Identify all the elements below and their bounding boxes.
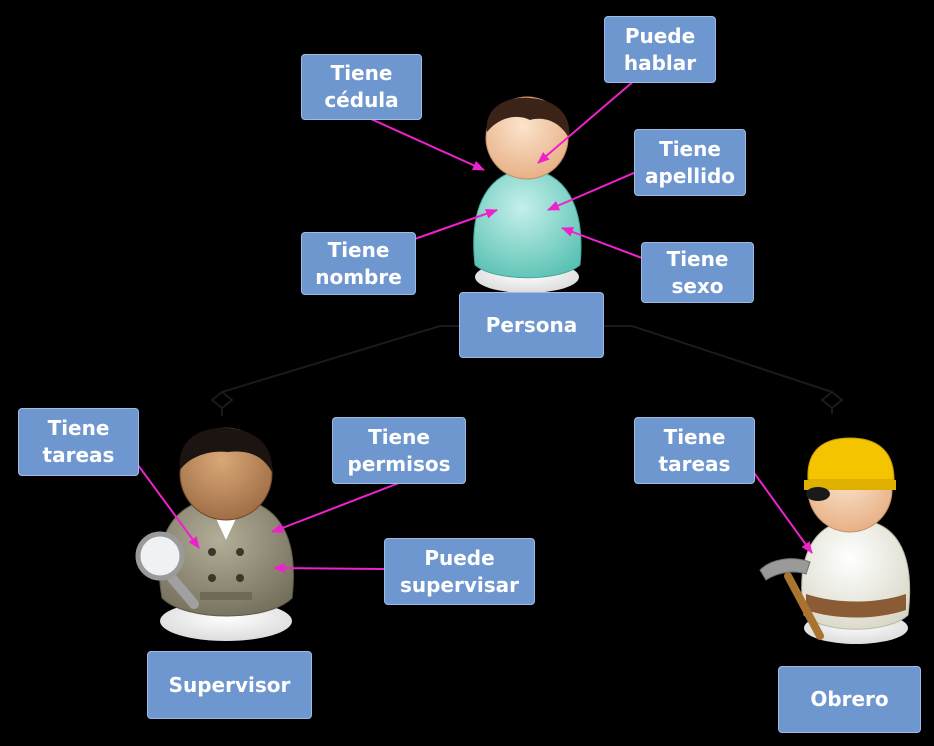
class-label: Persona [485, 312, 578, 337]
class-box-obrero: Obrero [778, 666, 921, 733]
arrow-hablar [537, 79, 636, 164]
attr-line: Puede [424, 545, 495, 570]
construction-worker-icon [759, 437, 911, 644]
arrow-obr-tareas [751, 469, 813, 554]
attr-box-tiene-permisos: Tiene permisos [332, 417, 466, 484]
attr-box-tiene-cedula: Tiene cédula [301, 54, 422, 120]
attr-line: Tiene [666, 246, 729, 271]
class-label: Obrero [810, 687, 889, 711]
attr-box-puede-supervisar: Puede supervisar [384, 538, 535, 605]
class-label: Supervisor [168, 672, 291, 697]
attr-line: Puede [624, 23, 696, 48]
attr-line: nombre [315, 264, 402, 289]
obrero-inherit-diamond [820, 390, 844, 410]
attr-line: Tiene [659, 136, 721, 161]
attr-line: Tiene [663, 424, 726, 449]
attr-line: tareas [658, 451, 731, 476]
hammer-icon [759, 558, 824, 640]
attr-box-tiene-apellido: Tiene apellido [634, 129, 746, 196]
attr-box-supervisor-tiene-tareas: Tiene tareas [18, 408, 139, 476]
attr-line: Tiene [327, 237, 390, 262]
attr-line: Tiene [368, 424, 430, 449]
attr-line: hablar [623, 50, 697, 75]
attr-line: cédula [324, 88, 399, 112]
arrow-apellido [547, 171, 637, 211]
attr-box-puede-hablar: Puede hablar [604, 16, 716, 83]
attr-line: Tiene [330, 61, 393, 85]
attr-box-tiene-nombre: Tiene nombre [301, 232, 416, 295]
arrow-sup-permisos [271, 477, 413, 533]
arrow-sexo [561, 227, 643, 259]
attr-line: apellido [645, 163, 735, 188]
supervisor-inherit-diamond [210, 390, 234, 410]
inheritance-connector-lines-visible [210, 325, 844, 416]
person-icon [473, 96, 582, 293]
attr-box-tiene-sexo: Tiene sexo [641, 242, 754, 303]
attr-line: sexo [671, 273, 724, 298]
attr-line: Tiene [47, 416, 110, 440]
attr-line: supervisar [399, 572, 520, 597]
class-box-persona: Persona [459, 292, 604, 358]
arrow-sup-supervisar [273, 563, 387, 574]
detective-person-icon [135, 427, 294, 641]
attr-line: permisos [347, 451, 451, 476]
class-box-supervisor: Supervisor [147, 651, 312, 719]
magnifying-glass-icon [135, 531, 199, 609]
attr-box-obrero-tiene-tareas: Tiene tareas [634, 417, 755, 484]
attribute-arrows [123, 79, 813, 574]
arrow-cedula [359, 113, 485, 171]
attr-line: tareas [42, 443, 115, 467]
